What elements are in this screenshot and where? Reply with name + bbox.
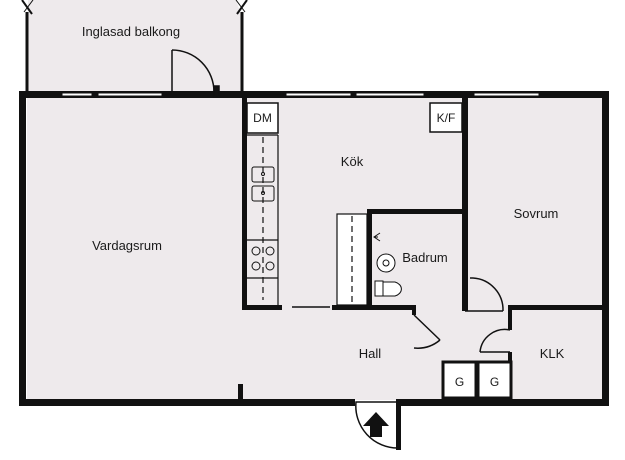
wall-bath-stub (412, 305, 416, 315)
wall-right (602, 91, 609, 406)
fridge-freezer-label: K/F (437, 111, 456, 125)
wardrobe-1-label: G (455, 375, 464, 389)
kitchen-counter (247, 134, 279, 305)
wall-bedroom-left (462, 97, 468, 311)
klk-door (479, 328, 511, 353)
bathroom-door (413, 314, 441, 349)
wardrobe-2-label: G (490, 375, 499, 389)
balcony-floor (28, 0, 241, 92)
room-label-bedroom: Sovrum (514, 206, 559, 221)
fridge-freezer-box (429, 102, 463, 133)
arrow-up-icon (363, 412, 389, 437)
cabinet-unit (336, 213, 368, 306)
interior-walls (238, 97, 608, 402)
room-label-klk: KLK (540, 346, 565, 361)
room-label-living: Vardagsrum (92, 238, 162, 253)
wardrobe-2-box (476, 360, 513, 400)
wall-living-stub (238, 384, 243, 400)
stove-icon (251, 246, 275, 271)
wall-bath-left (367, 209, 372, 309)
wall-klk-left-top (508, 305, 512, 330)
wall-kitchen-bottom-left (242, 305, 282, 310)
wall-bottom-right (396, 399, 609, 406)
wardrobe-1-box (441, 360, 478, 400)
wall-kitchen-left (242, 97, 247, 308)
floor-areas (27, 0, 605, 400)
dishwasher-label: DM (253, 111, 272, 125)
balcony-door (171, 49, 220, 98)
wall-klk-top (508, 305, 608, 310)
shower-arrow-icon (373, 232, 381, 242)
bedroom-door (465, 277, 504, 312)
balcony-walls (21, 0, 248, 92)
room-label-kitchen: Kök (341, 154, 364, 169)
wall-bottom-left (19, 399, 355, 406)
wall-bath-top (367, 209, 465, 214)
wall-left (19, 91, 26, 406)
toilet-icon (374, 280, 402, 297)
wardrobes (441, 360, 513, 400)
wall-kitchen-bottom-right (332, 305, 414, 310)
washbasin-icon (376, 253, 396, 273)
room-label-balcony: Inglasad balkong (82, 24, 180, 39)
windows (61, 92, 540, 97)
apartment-floor (27, 97, 605, 400)
sink-icon (251, 166, 275, 202)
room-label-hall: Hall (359, 346, 382, 361)
dishwasher-box (246, 102, 279, 134)
room-label-bathroom: Badrum (402, 250, 448, 265)
